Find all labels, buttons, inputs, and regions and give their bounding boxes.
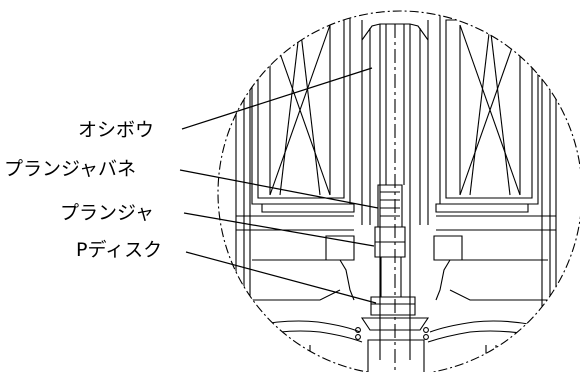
coil-base-plates xyxy=(236,204,556,230)
mechanism-drawing xyxy=(236,14,556,372)
leader-lines xyxy=(180,68,378,303)
leader-plunger-spring xyxy=(180,170,378,208)
right-coil xyxy=(440,14,538,204)
housing-walls xyxy=(236,20,556,372)
label-oshibou: オシボウ xyxy=(78,119,155,141)
p-disk xyxy=(362,297,428,330)
left-coil xyxy=(252,14,350,204)
side-flanges xyxy=(236,236,556,300)
label-p-disk: Pディスク xyxy=(76,239,163,261)
diaphragm xyxy=(236,321,556,372)
leader-p-disk xyxy=(186,252,376,303)
label-plunger: プランジャ xyxy=(60,202,155,224)
leader-oshibou xyxy=(182,68,372,129)
label-plunger-spring: プランジャバネ xyxy=(4,158,137,180)
plunger-spring-section xyxy=(378,185,402,227)
leader-plunger xyxy=(184,213,374,246)
push-rod xyxy=(386,24,404,372)
